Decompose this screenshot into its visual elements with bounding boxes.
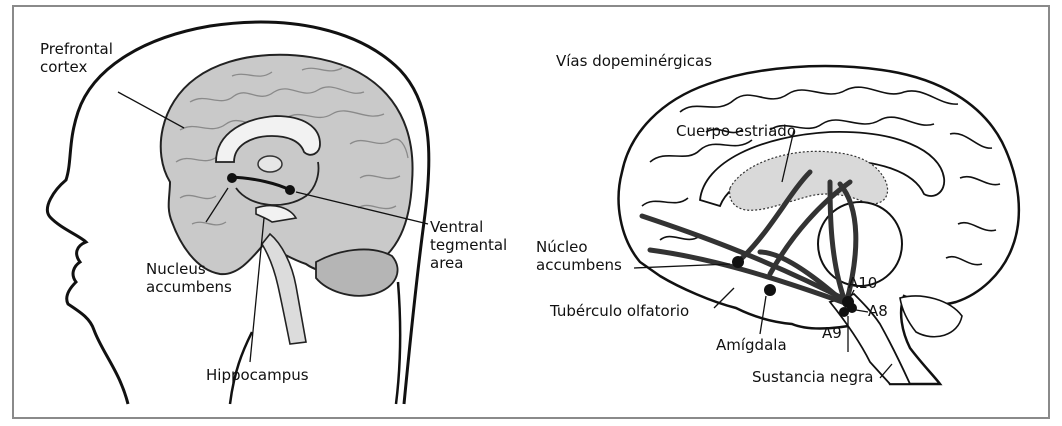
label-tuberculo-olfatorio: Tubérculo olfatorio (550, 302, 689, 320)
right-panel-title: Vías dopeminérgicas (556, 52, 712, 70)
label-sustancia-negra: Sustancia negra (752, 368, 873, 386)
label-nucleus-accumbens: Nucleus accumbens (146, 260, 232, 296)
label-a8: A8 (868, 302, 888, 320)
brain-cerebrum (161, 55, 413, 274)
accumbens-node (732, 256, 744, 268)
brain-outline (619, 66, 1019, 384)
label-cuerpo-estriado: Cuerpo estriado (676, 122, 796, 140)
brain-cerebellum (316, 249, 398, 295)
label-ventral-tegmental-area: Ventral tegmental area (430, 218, 507, 272)
label-hippocampus: Hippocampus (206, 366, 309, 384)
left-brain-diagram: Prefrontal cortex Nucleus accumbens Vent… (20, 12, 520, 407)
label-a9: A9 (822, 324, 842, 342)
amygdala-node (764, 284, 776, 296)
thalamus (258, 156, 282, 172)
label-a10: A10 (848, 274, 877, 292)
vta-dot (285, 185, 295, 195)
right-brain-diagram: Vías dopeminérgicas Cuerpo estriado Núcl… (530, 12, 1042, 407)
label-amigdala: Amígdala (716, 336, 787, 354)
label-nucleo-accumbens: Núcleo accumbens (536, 238, 622, 274)
a9-node (839, 307, 849, 317)
nucleus-accumbens-dot (227, 173, 237, 183)
label-prefrontal-cortex: Prefrontal cortex (40, 40, 113, 76)
